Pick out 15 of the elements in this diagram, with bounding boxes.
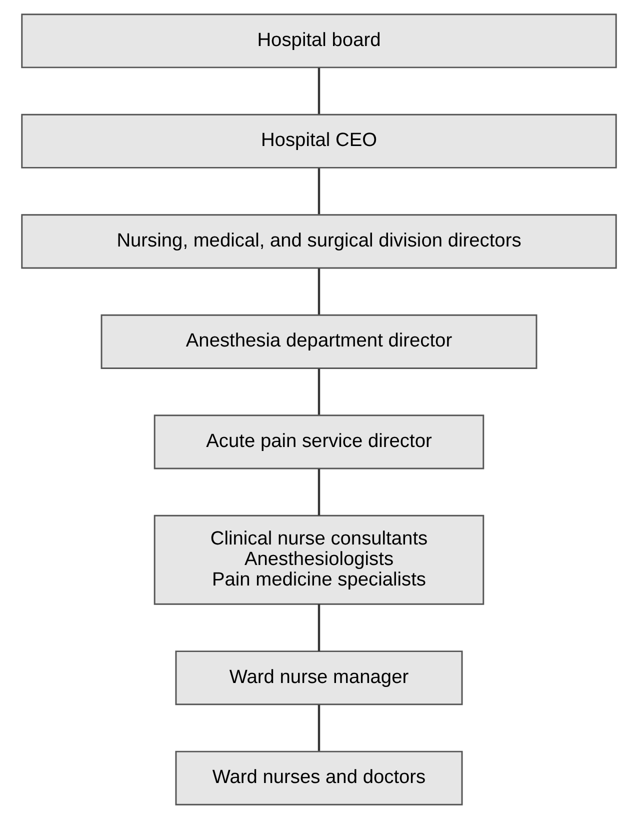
connector [317,604,320,652]
node-box: Hospital board [20,14,616,68]
node-box: Clinical nurse consultants Anesthesiologists Pain medicine specialists [153,514,484,605]
node-box: Hospital CEO [20,114,616,168]
connector [317,268,320,314]
node-box: Nursing, medical, and surgical division directors [20,214,616,269]
node-box: Ward nurse manager [174,650,462,706]
node-box: Ward nurses and doctors [174,750,462,806]
connector [317,68,320,114]
node-box: Acute pain service director [153,414,484,470]
connector [317,368,320,415]
node-box: Anesthesia department director [100,314,537,369]
connector [317,468,320,516]
connector [317,704,320,751]
connector [317,168,320,214]
